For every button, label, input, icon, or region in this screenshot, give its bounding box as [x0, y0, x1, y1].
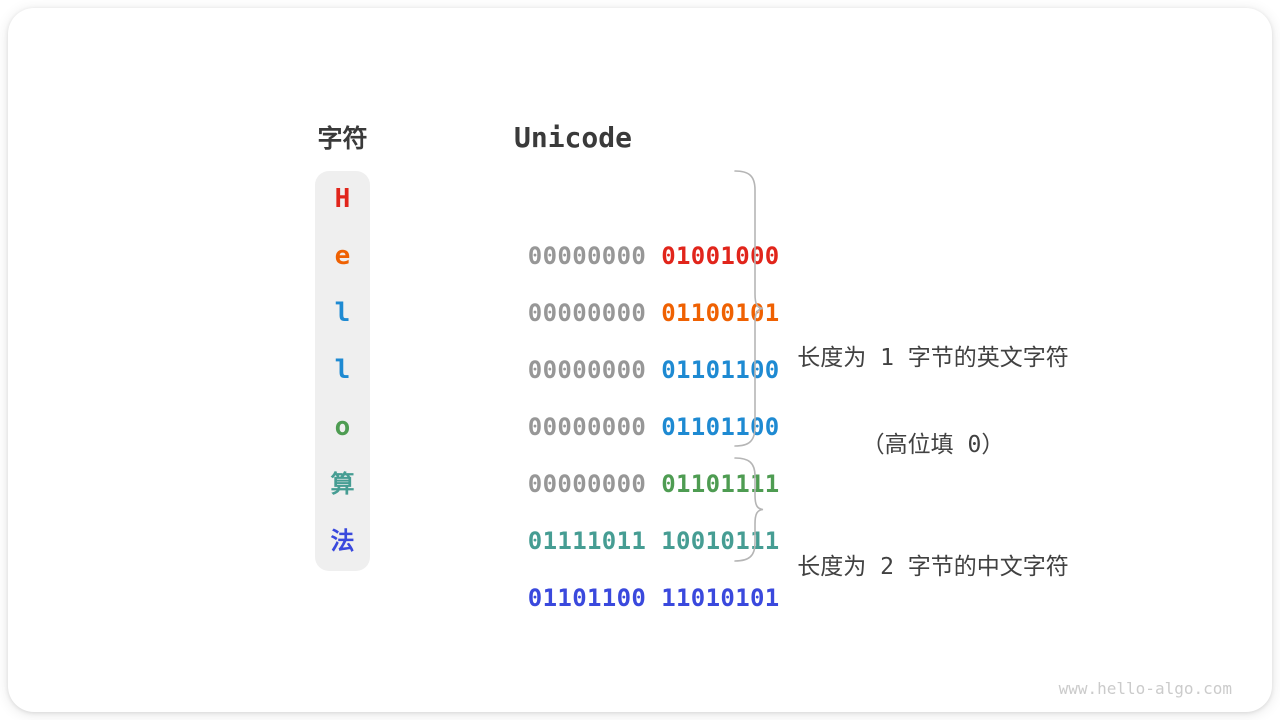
binary-row-o: 00000000 01101111: [439, 399, 779, 498]
brace-chinese-group: [734, 457, 764, 562]
byte-high: 00000000: [527, 469, 647, 498]
brace-english-group: [734, 170, 764, 447]
binary-row-fa: 01101100 11010101: [439, 513, 779, 612]
byte-high: 00000000: [527, 412, 647, 441]
annotation-chinese-chars: 长度为 2 字节的中文字符: [766, 495, 1100, 640]
binary-row-l1: 00000000 01101100: [439, 285, 779, 384]
char-cell-o: o: [334, 411, 351, 442]
char-cell-fa: 法: [330, 526, 355, 555]
char-cell-h: H: [334, 183, 351, 214]
annotation-english-line1: 长度为 1 字节的英文字符: [797, 345, 1069, 371]
byte-low: 01001000: [661, 241, 780, 270]
char-cell-e: e: [334, 240, 351, 271]
group-braces: [734, 170, 764, 562]
byte-high: 00000000: [527, 298, 647, 327]
binary-row-suan: 01111011 10010111: [439, 456, 779, 555]
byte-low: 10010111: [661, 526, 780, 555]
byte-high: 01101100: [527, 583, 647, 612]
unicode-column-header: Unicode: [513, 121, 632, 154]
char-cell-suan: 算: [330, 469, 355, 498]
char-cell-l2: l: [334, 354, 351, 385]
annotation-chinese-line1: 长度为 2 字节的中文字符: [797, 554, 1069, 580]
byte-low: 01101100: [661, 412, 780, 441]
byte-low: 01100101: [661, 298, 780, 327]
binary-row-l2: 00000000 01101100: [439, 342, 779, 441]
annotation-english-chars: 长度为 1 字节的英文字符 （高位填 0）: [766, 286, 1100, 518]
figure-card: 字符 Unicode H e l l o 算 法 00000000 0100100…: [8, 8, 1272, 712]
binary-row-h: 00000000 01001000: [439, 171, 779, 270]
watermark: www.hello-algo.com: [1058, 679, 1232, 698]
byte-high: 00000000: [527, 355, 647, 384]
byte-high: 01111011: [527, 526, 647, 555]
byte-low: 01101100: [661, 355, 780, 384]
byte-low: 11010101: [661, 583, 780, 612]
char-cell-l1: l: [334, 297, 351, 328]
char-column-header: 字符: [317, 124, 368, 153]
char-column-background: [315, 171, 370, 571]
binary-row-e: 00000000 01100101: [439, 228, 779, 327]
annotation-english-line2: （高位填 0）: [861, 432, 1005, 458]
byte-low: 01101111: [661, 469, 780, 498]
byte-high: 00000000: [527, 241, 647, 270]
